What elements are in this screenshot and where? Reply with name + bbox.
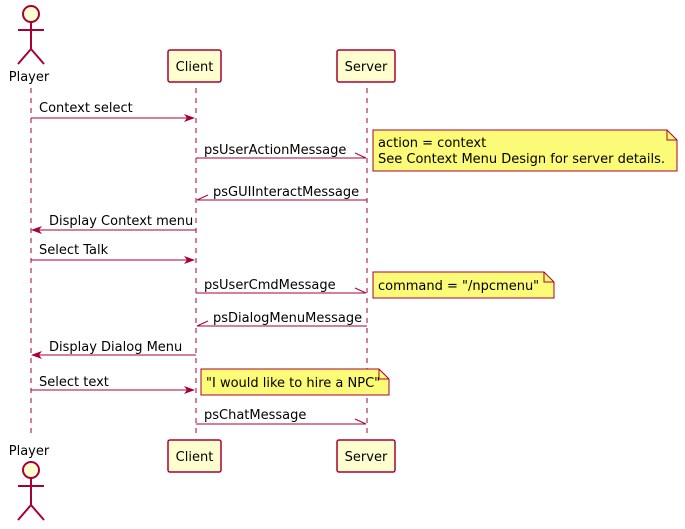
message-label: Display Context menu [49,214,193,229]
arrowhead-icon [184,114,195,122]
message-label: psDialogMenuMessage [213,311,362,326]
server-box-top: Server [336,49,396,83]
server-box-bottom: Server [336,439,396,473]
message-label: Display Dialog Menu [49,340,182,355]
client-box-top: Client [167,49,222,83]
actor-head-icon [22,461,40,479]
message-ps-chat: psChatMessage [196,408,367,425]
message-label: psUserActionMessage [204,143,346,158]
player-label-top: Player [9,70,50,85]
actor-head-icon [22,5,40,23]
message-ps-user-cmd: psUserCmdMessage [196,278,367,294]
client-box-bottom: Client [167,439,222,473]
note-hire-npc: "I would like to hire a NPC" [200,368,390,396]
message-label: Context select [39,101,133,116]
server-label-top: Server [345,60,388,75]
message-ps-dialog-menu: psDialogMenuMessage [196,311,367,327]
client-label-top: Client [176,60,214,75]
player-label-bottom: Player [9,444,50,459]
note-line: command = "/npcmenu" [378,279,539,294]
note-line: action = context [378,136,486,151]
client-label-bottom: Client [176,450,214,465]
message-ps-gui-interact: psGUIInteractMessage [196,185,367,201]
arrowhead-icon [31,226,42,234]
arrowhead-icon [31,351,42,359]
player-actor-top: Player [9,5,50,85]
note-action-context: action = context See Context Menu Design… [372,129,678,172]
message-ps-user-action: psUserActionMessage [196,143,367,159]
message-label: Select Talk [39,243,109,258]
message-select-talk: Select Talk [31,243,195,264]
note-line: See Context Menu Design for server detai… [378,152,665,167]
message-display-context-menu: Display Context menu [31,214,196,234]
player-actor-bottom: Player [9,444,50,521]
note-line: "I would like to hire a NPC" [206,376,380,391]
arrowhead-icon [184,256,195,264]
message-label: psUserCmdMessage [204,278,336,293]
message-context-select: Context select [31,101,195,122]
message-label: psGUIInteractMessage [213,185,359,200]
arrowhead-icon [184,386,195,394]
message-label: Select text [39,375,109,390]
note-command-npcmenu: command = "/npcmenu" [372,271,555,299]
message-select-text: Select text [31,375,195,394]
message-label: psChatMessage [204,408,306,423]
message-display-dialog-menu: Display Dialog Menu [31,340,196,359]
server-label-bottom: Server [345,450,388,465]
